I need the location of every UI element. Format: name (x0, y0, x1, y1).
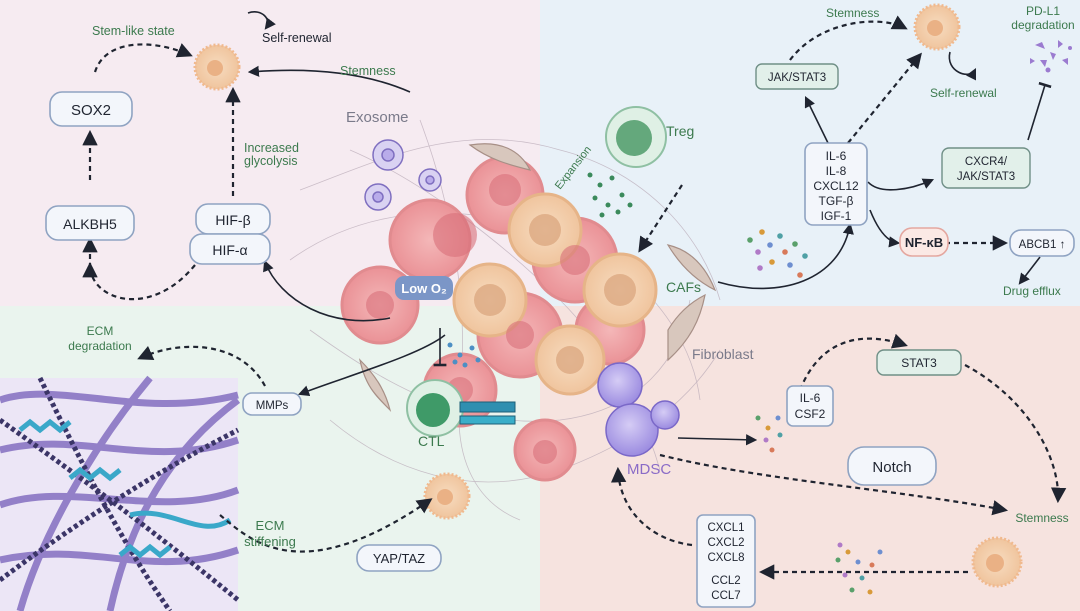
alkbh5-label: ALKBH5 (63, 216, 117, 232)
glycolysis-label: glycolysis (244, 154, 298, 168)
cytokine-dots-mdsc (755, 415, 783, 453)
fibroblast-label: Fibroblast (692, 346, 754, 362)
cxcr4-jak-label: JAK/STAT3 (957, 171, 1015, 183)
chemokine-cxcl8: CXCL8 (707, 552, 744, 564)
yap-taz-label: YAP/TAZ (373, 551, 425, 566)
notch-box (847, 446, 937, 486)
alkbh5-box (45, 205, 135, 241)
drug-efflux-label: Drug efflux (1003, 284, 1061, 298)
stemness-tr-label: Stemness (826, 6, 879, 20)
low-o2-label: Low O₂ (401, 281, 447, 296)
abcb1-label: ABCB1 ↑ (1019, 239, 1066, 251)
cytokine-il8: IL-8 (826, 164, 847, 178)
increased-label: Increased (244, 141, 299, 155)
chemokine-ccl7: CCL7 (711, 590, 740, 602)
sox2-label: SOX2 (71, 102, 111, 119)
chemokine-cxcl2: CXCL2 (707, 537, 744, 549)
hif-alpha-box (189, 233, 271, 265)
nfkb-label: NF-κB (905, 235, 943, 250)
cytokine-cxcl12: CXCL12 (813, 179, 859, 193)
stem-cell-bottom-right (971, 536, 1023, 588)
ctl-label: CTL (418, 433, 445, 449)
mmps-label: MMPs (256, 400, 289, 412)
stem-like-state-label: Stem-like state (92, 24, 175, 38)
cxcr4-label: CXCR4/ (965, 156, 1008, 168)
exosome-label: Exosome (346, 109, 409, 126)
cytokine-tgfb: TGF-β (819, 194, 854, 208)
stemness-br-label: Stemness (1015, 511, 1068, 525)
jak-stat3-box (755, 63, 839, 90)
ecm-stiff-label-2: stiffening (244, 534, 296, 549)
notch-label: Notch (872, 459, 911, 476)
chemokine-dots (835, 542, 883, 595)
cytokine-box (804, 142, 868, 226)
ecm-deg-label-1: ECM (87, 324, 114, 338)
ctl-cell (406, 379, 577, 482)
pdl1-label: PD-L1 (1026, 4, 1060, 18)
treg-label: Treg (666, 123, 694, 139)
cytokine-il6: IL-6 (826, 149, 847, 163)
stat3-box (876, 349, 962, 376)
ctl-dots (447, 342, 481, 368)
exosome-vesicles (364, 139, 442, 211)
jak-stat3-label: JAK/STAT3 (768, 72, 826, 84)
il6-label: IL-6 (800, 391, 821, 405)
il6-csf2-box (786, 385, 834, 427)
cytokine-igf1: IGF-1 (821, 209, 852, 223)
self-renewal-tl-label: Self-renewal (262, 31, 331, 45)
pdl1-fragments (1030, 40, 1072, 73)
degradation-label: degradation (1011, 18, 1074, 32)
chemokine-cxcl1: CXCL1 (707, 522, 744, 534)
ecm-deg-label-2: degradation (68, 339, 131, 353)
chemokine-box (696, 514, 756, 608)
low-o2-box (395, 276, 453, 300)
yap-taz-box (356, 544, 442, 572)
ecm-fiber-network (0, 375, 241, 611)
hif-alpha-label: HIF-α (212, 242, 247, 258)
stat3-label: STAT3 (901, 356, 937, 370)
chemokine-ccl2: CCL2 (711, 575, 740, 587)
stemness-tl-label: Stemness (340, 64, 396, 78)
cafs-label: CAFs (666, 279, 701, 295)
mdsc-cells (597, 362, 680, 457)
ecm-stiff-label-1: ECM (256, 518, 285, 533)
sox2-box (49, 91, 133, 127)
fibroblast-shapes (359, 143, 717, 412)
treg-secretion-dots (587, 172, 633, 218)
csf2-label: CSF2 (795, 407, 826, 421)
self-renewal-tr-label: Self-renewal (930, 86, 997, 100)
treg-cell (605, 106, 667, 168)
arrows (82, 11, 1067, 580)
abcb1-box (1009, 229, 1075, 257)
hif-beta-label: HIF-β (215, 212, 250, 228)
nfkb-box (899, 227, 949, 257)
stem-cell-top-left (193, 43, 241, 91)
cytokine-dots-top-right (747, 229, 808, 278)
cxcr4-box (941, 147, 1031, 189)
mdsc-label: MDSC (627, 461, 671, 478)
mmps-box (242, 392, 302, 416)
stem-cell-top-right (913, 3, 961, 51)
stem-cell-bottom-left (423, 472, 471, 520)
